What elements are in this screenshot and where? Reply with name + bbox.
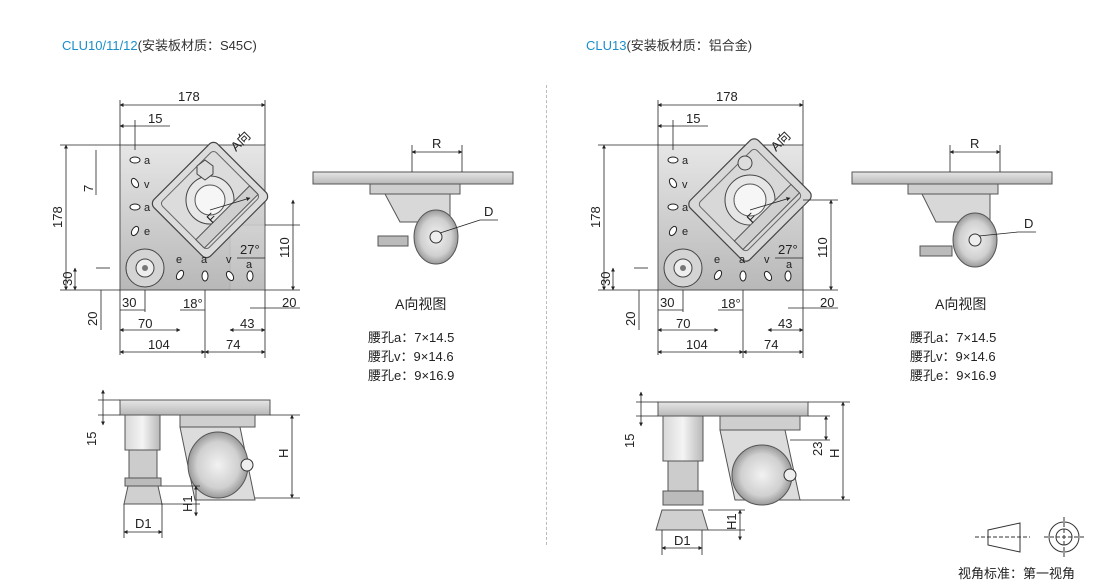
right-dim-18deg: 18°	[721, 296, 741, 311]
right-top-view: a v a e e a v a	[588, 89, 838, 358]
right-dim-30-side: 30	[598, 272, 613, 286]
right-dim-d: D	[1024, 216, 1033, 231]
left-dim-7: 7	[81, 185, 96, 192]
right-dim-30: 30	[660, 295, 674, 310]
left-dim-178-top: 178	[178, 89, 200, 104]
left-spec-v: 腰孔v：9×14.6	[368, 349, 454, 364]
left-bottom-hole-label-3: v	[226, 254, 232, 266]
right-a-view: R D	[851, 136, 1053, 268]
left-bottom-hole-label-1: e	[176, 254, 182, 266]
right-dim-27deg: 27°	[778, 242, 798, 257]
left-hole-label-3: a	[144, 202, 151, 214]
right-dim-h: H	[827, 449, 842, 458]
left-dim-110: 110	[277, 237, 292, 258]
right-dim-43: 43	[778, 316, 792, 331]
right-dim-104: 104	[686, 337, 708, 352]
left-side-view: 15 H H1 D1	[84, 389, 300, 538]
left-dim-27deg: 27°	[240, 242, 260, 257]
right-hole-label-4: e	[682, 226, 688, 238]
right-a-view-caption: A向视图	[935, 296, 987, 312]
first-angle-projection-symbol	[975, 517, 1084, 557]
right-hole-label-1: a	[682, 155, 689, 167]
right-dim-23: 23	[810, 442, 825, 456]
right-hole-label-2: v	[682, 179, 688, 191]
left-swivel-housing	[151, 141, 269, 259]
right-dim-110: 110	[815, 237, 830, 258]
right-spec-a: 腰孔a：7×14.5	[910, 330, 997, 345]
left-a-plate	[312, 171, 514, 185]
right-a-plate	[851, 171, 1053, 185]
right-dim-178-top: 178	[716, 89, 738, 104]
left-dim-d: D	[484, 204, 493, 219]
right-spec-v: 腰孔v：9×14.6	[910, 349, 996, 364]
left-dim-15-side: 15	[84, 432, 99, 446]
left-spec-e: 腰孔e：9×16.9	[368, 368, 455, 383]
right-dim-70: 70	[676, 316, 690, 331]
left-title-model: CLU10/11/12	[62, 38, 138, 53]
left-bottom-hole-label-4: a	[246, 259, 253, 271]
right-hole-label-3: a	[682, 202, 689, 214]
right-dim-h1: H1	[724, 513, 739, 530]
left-a-view-caption: A向视图	[395, 296, 447, 312]
left-side-plate	[119, 399, 271, 416]
right-dim-15-side: 15	[622, 434, 637, 448]
right-dim-d1: D1	[674, 533, 691, 548]
left-hex-nut	[196, 159, 214, 181]
left-title: CLU10/11/12(安装板材质：S45C)	[62, 35, 257, 54]
left-a-view: R D	[312, 136, 514, 265]
left-dim-74: 74	[226, 337, 240, 352]
left-dim-18deg: 18°	[183, 296, 203, 311]
left-dim-h: H	[276, 449, 291, 458]
right-dim-20-side: 20	[623, 312, 638, 326]
left-hole-label-2: v	[144, 179, 150, 191]
right-title-model: CLU13	[586, 38, 627, 53]
right-slot-holes	[667, 156, 792, 282]
right-dim-r: R	[970, 136, 979, 151]
left-dim-d1: D1	[135, 516, 152, 531]
left-title-material: (安装板材质：S45C)	[137, 38, 257, 53]
right-dim-15: 15	[686, 111, 700, 126]
right-slot-spec-list: 腰孔a：7×14.5 腰孔v：9×14.6 腰孔e：9×16.9	[910, 328, 996, 385]
left-spec-a: 腰孔a：7×14.5	[368, 330, 455, 345]
left-dim-178-side: 178	[50, 206, 65, 228]
right-side-plate	[657, 401, 809, 417]
left-dim-h1: H1	[180, 495, 195, 512]
right-side-view: 15 23 H H1 D1	[622, 391, 850, 555]
left-dim-15: 15	[148, 111, 162, 126]
right-spec-e: 腰孔e：9×16.9	[910, 368, 997, 383]
left-side-wheel	[187, 431, 249, 499]
left-dim-43: 43	[240, 316, 254, 331]
left-hole-label-1: a	[144, 155, 151, 167]
left-dim-20: 20	[282, 295, 296, 310]
right-bottom-hole-label-1: e	[714, 254, 720, 266]
right-side-foot-body	[662, 415, 704, 462]
right-bottom-hole-label-3: v	[764, 254, 770, 266]
right-title: CLU13(安装板材质：铝合金)	[586, 35, 752, 54]
right-dim-178-side: 178	[588, 206, 603, 228]
right-bottom-hole-label-2: a	[739, 254, 746, 266]
right-title-material: (安装板材质：铝合金)	[626, 38, 753, 53]
right-dim-20: 20	[820, 295, 834, 310]
left-dim-30: 30	[122, 295, 136, 310]
right-side-wheel	[731, 444, 793, 506]
left-dim-r: R	[432, 136, 441, 151]
projection-label: 视角标准：第一视角	[958, 566, 1076, 581]
left-slot-spec-list: 腰孔a：7×14.5 腰孔v：9×14.6 腰孔e：9×16.9	[368, 328, 454, 385]
left-dim-30-side: 30	[60, 272, 75, 286]
left-dim-104: 104	[148, 337, 170, 352]
left-hole-label-4: e	[144, 226, 150, 238]
section-divider	[546, 85, 547, 545]
left-dim-70: 70	[138, 316, 152, 331]
right-round-nut	[737, 155, 753, 171]
right-dim-74: 74	[764, 337, 778, 352]
left-top-view: a v a e e a v a	[50, 89, 300, 358]
left-slot-holes	[129, 156, 254, 282]
left-bottom-hole-label-2: a	[201, 254, 208, 266]
left-dim-20-side: 20	[85, 312, 100, 326]
left-side-foot-body	[124, 414, 161, 451]
right-bottom-hole-label-4: a	[786, 259, 793, 271]
